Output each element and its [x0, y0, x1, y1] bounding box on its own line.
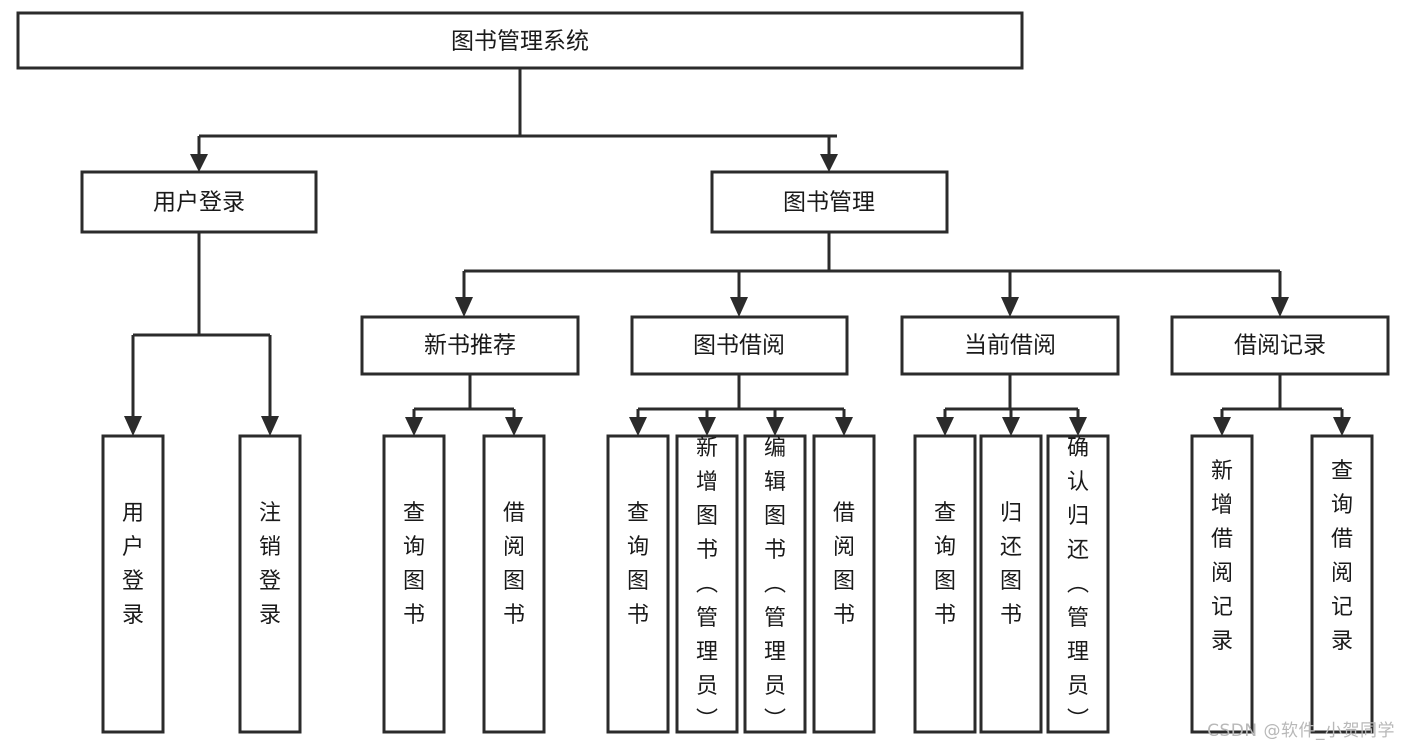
node-book-borrow[interactable]: 图书借阅: [630, 315, 849, 376]
node-new-book-recommend[interactable]: 新书推荐: [360, 315, 580, 376]
connector-user-login-to-leaves: [124, 232, 279, 436]
leaf-label: 借阅图书: [833, 501, 855, 628]
leaf-box[interactable]: [382, 434, 446, 734]
leaf-box[interactable]: [101, 434, 165, 734]
leaf-label: 新增借阅记录: [1211, 459, 1233, 654]
node-borrow-record[interactable]: 借阅记录: [1170, 315, 1390, 376]
connector-root-to-level2: [190, 68, 838, 172]
node-current-borrow-label: 当前借阅: [964, 333, 1056, 359]
leaf-node[interactable]: 查询图书: [382, 434, 446, 734]
leaf-label: 确认归还︵管理员︶: [1067, 436, 1089, 733]
connector-current-borrow-to-leaves: [936, 374, 1087, 436]
leaf-box[interactable]: [812, 434, 876, 734]
leaf-label: 查询图书: [403, 501, 425, 628]
leaf-box[interactable]: [606, 434, 670, 734]
leaf-box[interactable]: [743, 434, 807, 734]
node-root-box[interactable]: [16, 11, 1024, 70]
node-new-book-recommend-label: 新书推荐: [424, 333, 516, 359]
leaf-box[interactable]: [1310, 434, 1374, 734]
leaf-node[interactable]: 注销登录: [238, 434, 302, 734]
node-current-borrow[interactable]: 当前借阅: [900, 315, 1120, 376]
leaf-node[interactable]: 借阅图书: [812, 434, 876, 734]
leaf-box[interactable]: [1190, 434, 1254, 734]
node-user-login-box[interactable]: [80, 170, 318, 234]
leaf-label: 注销登录: [259, 501, 281, 628]
leaf-box[interactable]: [913, 434, 977, 734]
leaf-box[interactable]: [1046, 434, 1110, 734]
leaf-node[interactable]: 归还图书: [979, 434, 1043, 734]
leaf-label: 用户登录: [122, 501, 144, 628]
node-root[interactable]: 图书管理系统: [16, 11, 1024, 70]
leaf-node[interactable]: 新增借阅记录: [1190, 434, 1254, 734]
leaf-node[interactable]: 借阅图书: [482, 434, 546, 734]
leaf-label: 查询图书: [627, 501, 649, 628]
leaf-box[interactable]: [482, 434, 546, 734]
node-book-manage[interactable]: 图书管理: [710, 170, 949, 234]
leaf-label: 编辑图书︵管理员︶: [764, 436, 786, 733]
leaf-node[interactable]: 用户登录: [101, 434, 165, 734]
leaf-label: 查询图书: [934, 501, 956, 628]
node-user-login-label: 用户登录: [153, 190, 245, 216]
node-book-manage-label: 图书管理: [783, 190, 875, 216]
node-book-borrow-label: 图书借阅: [693, 333, 785, 359]
connector-new-book-to-leaves: [405, 374, 523, 436]
node-current-borrow-box[interactable]: [900, 315, 1120, 376]
leaf-box[interactable]: [238, 434, 302, 734]
leaf-label: 借阅图书: [503, 501, 525, 628]
node-new-book-recommend-box[interactable]: [360, 315, 580, 376]
leaf-node[interactable]: 查询图书: [606, 434, 670, 734]
leaf-label: 归还图书: [1000, 501, 1022, 628]
connector-book-manage-to-level3: [455, 232, 1289, 317]
leaf-box[interactable]: [979, 434, 1043, 734]
node-root-label: 图书管理系统: [451, 29, 589, 55]
connector-borrow-book-to-leaves: [629, 374, 853, 436]
node-borrow-record-box[interactable]: [1170, 315, 1390, 376]
leaf-label: 查询借阅记录: [1331, 459, 1353, 654]
leaf-node[interactable]: 确认归还︵管理员︶: [1046, 434, 1110, 734]
node-book-borrow-box[interactable]: [630, 315, 849, 376]
leaf-node[interactable]: 查询借阅记录: [1310, 434, 1374, 734]
node-user-login[interactable]: 用户登录: [80, 170, 318, 234]
connector-borrow-record-to-leaves: [1213, 374, 1351, 436]
leaf-box[interactable]: [675, 434, 739, 734]
node-borrow-record-label: 借阅记录: [1234, 333, 1326, 359]
leaf-node[interactable]: 新增图书︵管理员︶: [675, 434, 739, 734]
leaf-label: 新增图书︵管理员︶: [696, 436, 718, 733]
node-book-manage-box[interactable]: [710, 170, 949, 234]
leaf-node[interactable]: 查询图书: [913, 434, 977, 734]
leaf-node[interactable]: 编辑图书︵管理员︶: [743, 434, 807, 734]
